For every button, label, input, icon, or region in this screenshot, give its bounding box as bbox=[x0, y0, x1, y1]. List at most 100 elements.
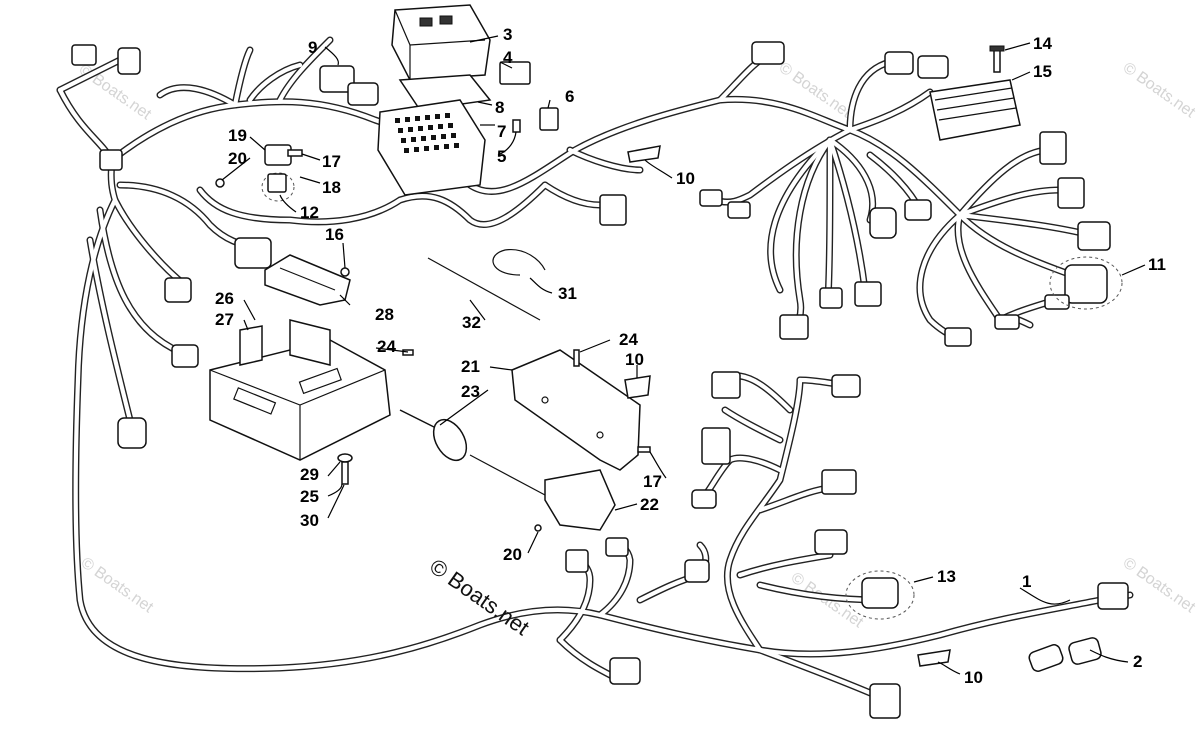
screw-14 bbox=[993, 49, 1001, 73]
callout-15: 15 bbox=[1033, 62, 1052, 81]
callout-14: 14 bbox=[1033, 34, 1052, 53]
harness-connectors bbox=[71, 41, 1129, 719]
connector-bottom-center-1 bbox=[565, 549, 589, 573]
tray-upright bbox=[289, 319, 331, 366]
callout-23: 23 bbox=[461, 382, 480, 401]
callout-31: 31 bbox=[558, 284, 577, 303]
nut-16 bbox=[340, 267, 350, 277]
bracket-hole-2 bbox=[596, 431, 604, 439]
connector-right-block-1 bbox=[1039, 131, 1067, 165]
ties bbox=[427, 248, 546, 321]
connector-small-5 bbox=[944, 327, 972, 347]
harness-wire-inner bbox=[87, 237, 133, 423]
callout-12: 12 bbox=[300, 203, 319, 222]
callout-24-left: 24 bbox=[377, 337, 396, 356]
callout-10-bottom: 10 bbox=[964, 668, 983, 687]
callout-17-top: 17 bbox=[322, 152, 341, 171]
module-28 bbox=[264, 254, 351, 306]
connector-left-upper bbox=[99, 149, 123, 171]
harness-wire-inner bbox=[57, 57, 123, 93]
callout-20-top: 20 bbox=[228, 149, 247, 168]
control-module bbox=[264, 254, 351, 306]
harness-wire-inner bbox=[197, 182, 548, 227]
relay-12 bbox=[267, 173, 287, 193]
tie-32 bbox=[427, 257, 541, 321]
watermark-faint: © Boats.net bbox=[1120, 554, 1199, 616]
connector-small-4 bbox=[994, 314, 1020, 330]
fuse-label-2 bbox=[439, 15, 453, 25]
connector-bottom-center-2 bbox=[605, 537, 629, 557]
fuse-box-gasket bbox=[398, 74, 492, 111]
harness-wire bbox=[956, 146, 1054, 219]
nut-20-lower bbox=[534, 524, 542, 532]
left-small-parts bbox=[215, 144, 651, 453]
connector-right-mid-2 bbox=[904, 199, 932, 221]
detail-circle-12 bbox=[261, 172, 295, 202]
spring-rod bbox=[469, 454, 546, 496]
connector-bottom-2 bbox=[854, 281, 882, 307]
connector-small-1 bbox=[699, 189, 723, 207]
connector-top-left bbox=[71, 44, 97, 66]
harness-wire-inner bbox=[956, 212, 1003, 323]
connector-lower-center bbox=[684, 559, 710, 583]
bracket-21 bbox=[511, 349, 651, 471]
clip-10-top bbox=[627, 145, 661, 163]
callout-1: 1 bbox=[1022, 572, 1031, 591]
bracket-21-plate bbox=[511, 349, 641, 471]
screw-17-right bbox=[637, 446, 651, 453]
fuse-label-1 bbox=[419, 17, 433, 27]
harness-wire-inner bbox=[277, 37, 333, 103]
mounting-tray bbox=[209, 319, 391, 485]
harness-wire-inner bbox=[157, 85, 238, 108]
harness-wire-inner bbox=[567, 147, 643, 173]
screw-head-14 bbox=[989, 45, 1005, 52]
watermark-faint: © Boats.net bbox=[1120, 59, 1199, 121]
nut-20 bbox=[215, 178, 225, 188]
connector-top-right-3 bbox=[917, 55, 949, 79]
connector-1 bbox=[1097, 582, 1129, 610]
callout-30: 30 bbox=[300, 511, 319, 530]
detail-circle-11 bbox=[1049, 256, 1123, 310]
callout-2: 2 bbox=[1133, 652, 1142, 671]
voltage-regulator bbox=[929, 45, 1021, 141]
callout-17-right: 17 bbox=[643, 472, 662, 491]
callout-22: 22 bbox=[640, 495, 659, 514]
leader-lines bbox=[221, 35, 1146, 675]
clip-10-bottom bbox=[917, 649, 951, 667]
watermark-faint: © Boats.net bbox=[78, 554, 157, 616]
harness-wire-inner bbox=[847, 89, 933, 133]
tray-bracket-edges bbox=[209, 369, 386, 460]
connector-small-2 bbox=[727, 201, 751, 219]
harness-wire-inner bbox=[247, 62, 303, 103]
callout-21: 21 bbox=[461, 357, 480, 376]
callout-3: 3 bbox=[503, 25, 512, 44]
connector-2b bbox=[1068, 637, 1102, 665]
clips-10 bbox=[627, 145, 951, 667]
harness-wire-inner bbox=[957, 212, 1083, 281]
connector-relay-left bbox=[234, 237, 272, 269]
detail-circle-13 bbox=[845, 570, 915, 620]
connector-top-right-1 bbox=[751, 41, 785, 65]
harness-wire-inner bbox=[768, 137, 833, 293]
watermark-faint: © Boats.net bbox=[76, 61, 155, 123]
connector-injector-1 bbox=[711, 371, 741, 399]
connector-2a bbox=[1028, 644, 1064, 672]
connector-top-right-2 bbox=[884, 51, 914, 75]
callout-18: 18 bbox=[322, 178, 341, 197]
connector-right-block-3 bbox=[1077, 221, 1111, 251]
connector-bottom-3 bbox=[779, 314, 809, 340]
screw-24-left bbox=[402, 349, 414, 356]
actuator-assembly bbox=[399, 409, 616, 532]
connector-center-top bbox=[599, 194, 627, 226]
callout-5: 5 bbox=[497, 147, 506, 166]
connector-lower-right-1 bbox=[831, 374, 861, 398]
callout-6: 6 bbox=[565, 87, 574, 106]
harness-wire-inner bbox=[542, 182, 603, 208]
connector-left-3 bbox=[117, 417, 147, 449]
harness-wire-inner bbox=[827, 137, 868, 293]
regulator-body bbox=[929, 79, 1021, 141]
callout-8: 8 bbox=[495, 98, 504, 117]
callout-28: 28 bbox=[375, 305, 394, 324]
connector-injector-2 bbox=[701, 427, 731, 465]
